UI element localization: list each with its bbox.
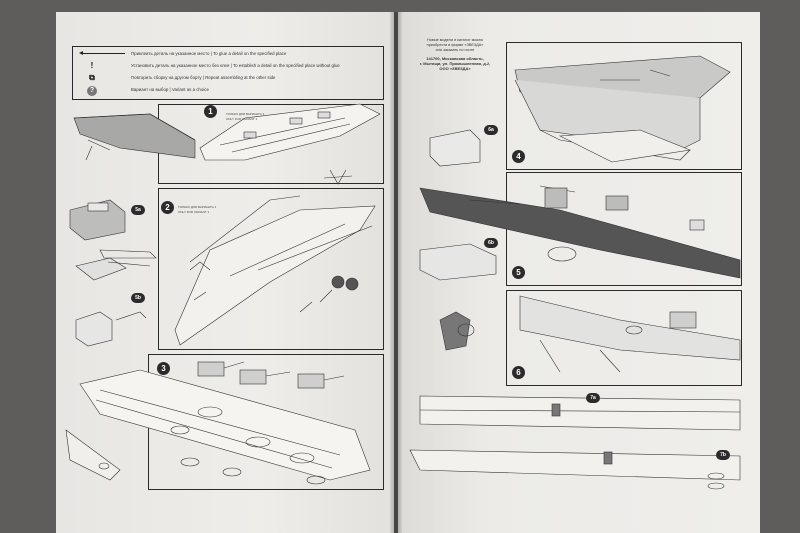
step-label-5b: 5b [131, 293, 145, 303]
question-icon: ? [81, 84, 103, 96]
step-number-2: 2 [161, 201, 174, 214]
variant-note: ТОЛЬКО ДЛЯ ВАРИАНТА 1 [178, 205, 217, 209]
legend-text: Повторить сборку на другом борту | Repea… [131, 75, 276, 81]
arrow-icon [79, 51, 125, 56]
deck-piece [174, 205, 376, 346]
page-gutter [390, 12, 402, 533]
step-number-5: 5 [512, 266, 525, 279]
turret-aft [297, 373, 325, 389]
step-label-7a: 7a [586, 393, 600, 403]
manufacturer-address: Новые модели и каталог можно приобрести … [408, 38, 502, 71]
step-number-1: 1 [204, 105, 217, 118]
step-label-7b: 7b [716, 450, 730, 460]
address-line: Новые модели и каталог можно [427, 38, 483, 42]
step-4-frame [506, 42, 742, 170]
step-number-6: 6 [512, 366, 525, 379]
turret-mid [239, 369, 267, 385]
variant-note: ТОЛЬКО ДЛЯ ВАРИАНТА 1 [226, 112, 265, 116]
bridge-parts [69, 199, 126, 241]
address-line: г. Мытищи, ул. Промышленная, д.2, [419, 61, 491, 66]
step-label-6b: 6b [484, 238, 498, 248]
step-2-frame [158, 188, 384, 350]
symbol-legend: Приклеить деталь на указанное место | To… [72, 46, 384, 100]
address-line: ООО «ЗВЕЗДА» [439, 66, 471, 71]
variant-note: ONLY FOR VARIANT 1 [226, 117, 258, 121]
address-line: приобрести в фирме «ЗВЕЗДА» [426, 43, 484, 47]
hull-side-7a [419, 395, 741, 431]
step-number-4: 4 [512, 150, 525, 163]
hull-side-7b [409, 449, 741, 481]
variant-note: ONLY FOR VARIANT 1 [178, 210, 210, 214]
turret-fore [197, 361, 225, 377]
repeat-icon: ⧉ [89, 73, 95, 82]
legend-row-glue: Приклеить деталь на указанное место | To… [79, 48, 287, 60]
legend-text: Установить деталь на указанное место без… [131, 63, 340, 69]
step-6-frame [506, 290, 742, 386]
step-number-3: 3 [157, 362, 170, 375]
legend-text: Вариант на выбор | Variant as a choice [131, 87, 209, 93]
address-line: или заказать по почте [435, 48, 475, 52]
step-label-6a: 6a [484, 125, 498, 135]
legend-text: Приклеить деталь на указанное место | To… [131, 51, 287, 56]
hull-assembly-6 [519, 295, 741, 361]
address-line: 141700, Московская область, [426, 56, 484, 61]
step-label-5a: 5a [131, 205, 145, 215]
main-deck [79, 369, 371, 481]
part-5a [429, 129, 481, 167]
hull-left-half [73, 113, 196, 159]
hull-right-half [199, 103, 381, 161]
deckhouse-parts [75, 311, 113, 347]
part-6a [419, 243, 497, 281]
exclamation-icon: ! [90, 61, 94, 70]
deck-assembly-5 [419, 187, 741, 279]
legend-row-choice: ? Вариант на выбор | Variant as a choice [81, 84, 209, 96]
legend-row-repeat: ⧉ Повторить сборку на другом борту | Repe… [81, 72, 275, 84]
legend-row-noglue: ! Установить деталь на указанное место бе… [81, 60, 340, 72]
